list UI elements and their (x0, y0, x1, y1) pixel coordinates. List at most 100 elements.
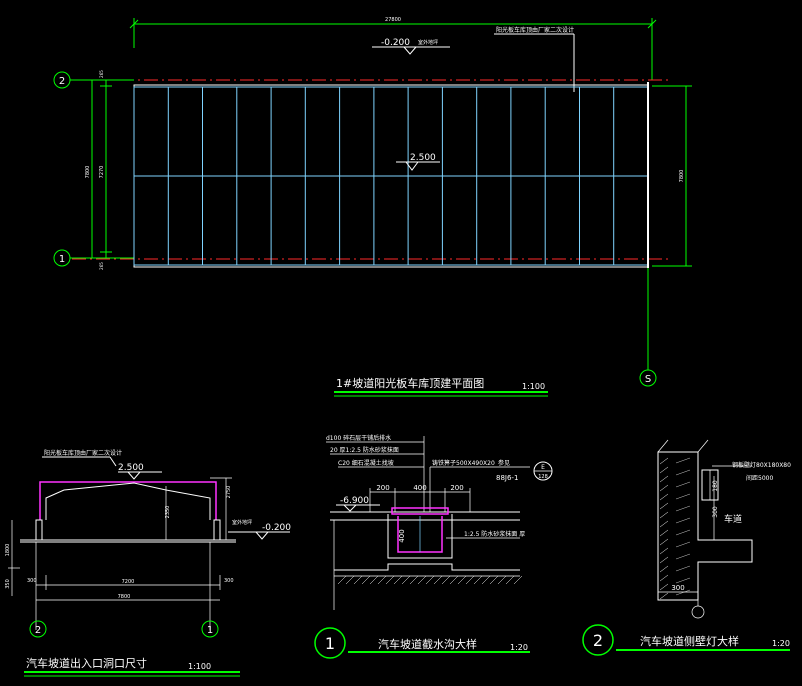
detail1-title: 汽车坡道截水沟大样 (378, 637, 477, 651)
hatch-line (659, 547, 669, 555)
hatch-line (409, 575, 419, 585)
hatch-line (675, 505, 691, 512)
detail2-dim-a: 180 (712, 480, 719, 492)
hatch-line (441, 575, 451, 585)
detail2-note1: 钢板壁灯80X180X80 (732, 461, 791, 469)
hatch-line (401, 575, 411, 585)
section-dim-small-r: 300 (224, 578, 234, 584)
detail2-dim-b: 300 (712, 506, 719, 518)
plan-left-dim-b: 265 (99, 262, 104, 270)
hatch-line (675, 469, 691, 476)
hatch-line (377, 575, 387, 585)
section-level-top: 2.500 (118, 463, 144, 473)
hatch-line (659, 529, 669, 537)
hatch-line (659, 475, 669, 483)
hatch-line (659, 466, 669, 474)
hatch-line (369, 575, 379, 585)
hatch-line (659, 511, 669, 519)
hatch-line (659, 493, 669, 501)
hatch-line (489, 575, 499, 585)
detail2-title: 汽车坡道侧壁灯大样 (640, 634, 739, 648)
plan-scale: 1:100 (522, 382, 545, 391)
section-title: 汽车坡道出入口洞口尺寸 (26, 656, 147, 670)
detail-1-drainage: d100 碎石层干铺后排水 20 厚1:2.5 防水砂浆抹面 C20 细石混凝土… (314, 434, 553, 659)
plan-title: 1#坡道阳光板车库顶建平面图 (336, 376, 484, 390)
plan-design-note: 阳光板车库顶由厂家二次设计 (496, 26, 574, 34)
hatch-line (337, 575, 347, 585)
plan-level-top-note: 室外地坪 (418, 39, 438, 46)
detail1-note2: 20 厚1:2.5 防水砂浆抹面 (330, 446, 399, 454)
hatch-line (659, 556, 669, 564)
hatch-line (659, 457, 669, 465)
hatch-line (659, 484, 669, 492)
section-dim-total: 7800 (118, 594, 131, 600)
detail1-grate-note: 铸铁箅子500X490X20 (432, 459, 495, 467)
hatch-line (659, 502, 669, 510)
section-axis-1: 1 (207, 625, 213, 636)
detail1-dim-a: 200 (376, 484, 389, 492)
hatch-line (497, 575, 507, 585)
detail2-dim-c: 300 (671, 584, 684, 592)
plan-left-dim-total: 7800 (85, 166, 91, 179)
hatch-line (675, 553, 691, 560)
detail2-wall-hatch (659, 457, 691, 600)
detail1-ref-code: 88J6-1 (496, 474, 518, 482)
section-dim-small-l: 300 (27, 578, 37, 584)
detail2-scale: 1:20 (772, 639, 790, 648)
detail1-mortar-note: 1:2.5 防水砂浆抹面 厚 (464, 530, 525, 538)
hatch-line (433, 575, 443, 585)
hatch-line (353, 575, 363, 585)
hatch-line (675, 577, 691, 584)
hatch-line (417, 575, 427, 585)
hatch-line (675, 517, 691, 524)
hatch-line (675, 481, 691, 488)
hatch-line (675, 457, 691, 464)
detail1-number: 1 (325, 634, 335, 653)
section-axis-2: 2 (35, 625, 41, 636)
hatch-line (675, 493, 691, 500)
plan-axis-s: S (645, 374, 651, 385)
hatch-line (675, 541, 691, 548)
detail1-ref-bubble-bottom: 128 (538, 474, 548, 480)
plan-top-dim: 27800 (385, 17, 401, 23)
hatch-line (659, 574, 669, 582)
section-dim-height: 2350 (165, 506, 171, 519)
hatch-line (659, 583, 669, 591)
hatch-line (659, 520, 669, 528)
plan-level-top: -0.200 (381, 38, 410, 48)
plan-level-center: 2.500 (410, 153, 436, 163)
section-design-note: 阳光板车库顶由厂家二次设计 (44, 449, 122, 457)
detail1-level: -6.900 (340, 496, 369, 506)
hatch-line (385, 575, 395, 585)
detail1-note3: C20 细石混凝土找坡 (338, 459, 394, 467)
detail1-dim-b: 400 (413, 484, 426, 492)
detail1-scale: 1:20 (510, 643, 528, 652)
hatch-line (393, 575, 403, 585)
hatch-line (505, 575, 515, 585)
detail1-ground-hatch (337, 575, 523, 585)
detail1-dim-depth: 400 (398, 529, 406, 542)
hatch-line (345, 575, 355, 585)
detail1-ref-bubble-top: E (541, 464, 545, 471)
section-dim-left: 1800 (5, 544, 11, 557)
hatch-line (659, 565, 669, 573)
hatch-line (449, 575, 459, 585)
hatch-line (473, 575, 483, 585)
detail2-note2: 间距5000 (746, 474, 773, 482)
hatch-line (675, 589, 691, 596)
section-dim-base: 350 (5, 579, 11, 589)
detail1-note1: d100 碎石层干铺后排水 (326, 434, 391, 442)
plan-right-dim: 7800 (679, 170, 685, 183)
hatch-line (675, 565, 691, 572)
section-level-side-note: 室外地坪 (232, 519, 252, 526)
entrance-section: 阳光板车库顶由厂家二次设计 2.500 2350 2750 -0.200 室外地… (5, 449, 291, 677)
plan-view: 27800 -0.200 室外地坪 阳光板车库顶由厂家二次设计 2 1 7800… (0, 17, 692, 397)
hatch-line (457, 575, 467, 585)
section-level-side: -0.200 (262, 523, 291, 533)
hatch-line (481, 575, 491, 585)
detail1-ref-text: 参见 (498, 459, 510, 467)
hatch-line (425, 575, 435, 585)
detail1-dim-c: 200 (450, 484, 463, 492)
